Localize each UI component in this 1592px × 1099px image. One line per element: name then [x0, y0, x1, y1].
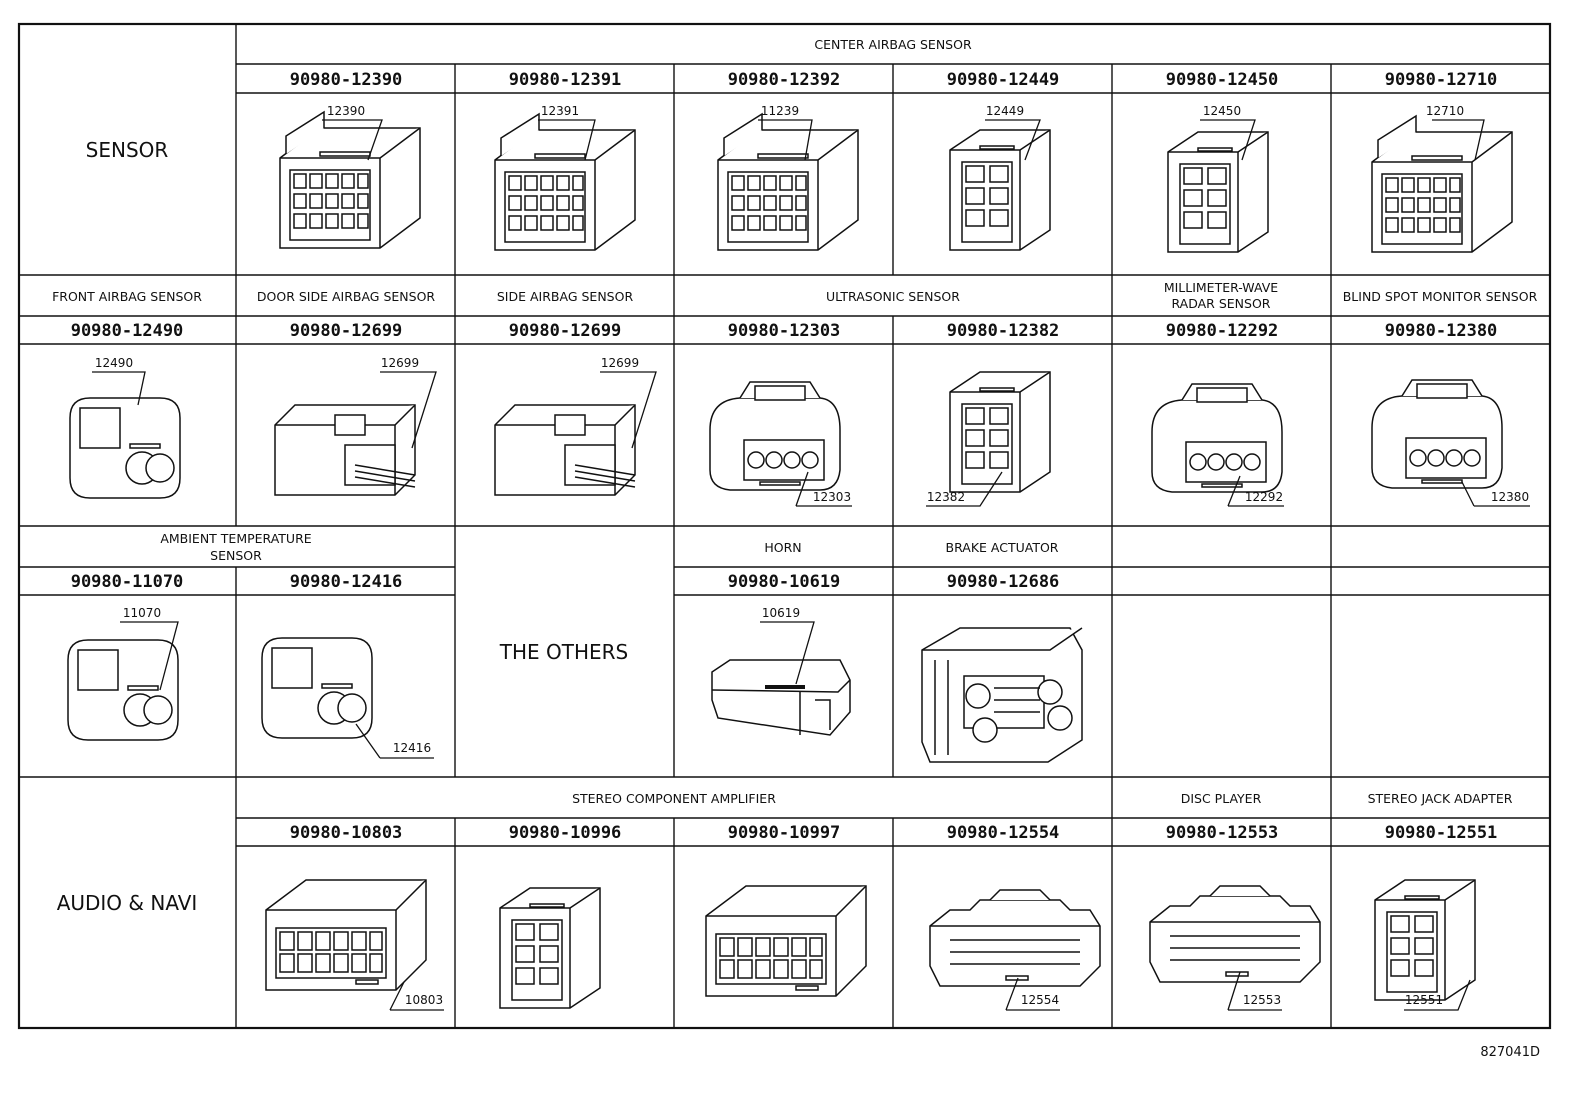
part-number: 90980-12382	[947, 321, 1060, 341]
connector-label: 12699	[381, 356, 419, 370]
group-brake-actuator: BRAKE ACTUATOR	[946, 540, 1059, 555]
connector-10619-drawing	[711, 659, 851, 736]
connector-label: 12303	[813, 490, 851, 504]
connector-label: 11239	[761, 104, 799, 118]
part-number: 90980-12392	[728, 70, 841, 90]
connector-12490-drawing	[69, 397, 181, 499]
connector-12391-drawing	[494, 113, 636, 251]
connector-label: 12553	[1243, 993, 1281, 1007]
connector-10803-drawing	[265, 879, 427, 991]
group-center-airbag-sensor: CENTER AIRBAG SENSOR	[814, 37, 972, 52]
part-number: 90980-12449	[947, 70, 1060, 90]
part-number: 90980-12686	[947, 572, 1060, 592]
connector-12303-drawing	[709, 381, 841, 491]
connector-label: 10619	[762, 606, 800, 620]
group-disc-player: DISC PLAYER	[1181, 791, 1262, 806]
connector-12390-drawing	[279, 111, 421, 249]
part-number: 90980-10996	[509, 823, 622, 843]
part-number: 90980-12303	[728, 321, 841, 341]
connector-label: 11070	[123, 606, 161, 620]
part-number: 90980-10803	[290, 823, 403, 843]
group-horn: HORN	[764, 540, 801, 555]
connector-12450-drawing	[1167, 131, 1269, 253]
part-number: 90980-12416	[290, 572, 403, 592]
part-number: 90980-12710	[1385, 70, 1498, 90]
part-number: 90980-12450	[1166, 70, 1279, 90]
connector-label: 12449	[986, 104, 1024, 118]
group-stereo-component-amplifier: STEREO COMPONENT AMPLIFIER	[572, 791, 776, 806]
connector-label: 12391	[541, 104, 579, 118]
connector-label: 12551	[1405, 993, 1443, 1007]
group-front-airbag-sensor: FRONT AIRBAG SENSOR	[52, 289, 202, 304]
section-audio-navi: AUDIO & NAVI	[57, 891, 198, 915]
drawing-id: 827041D	[1480, 1045, 1540, 1060]
part-number: 90980-12554	[947, 823, 1060, 843]
connector-12699b-drawing	[494, 404, 636, 496]
connector-label: 12382	[927, 490, 965, 504]
group-ultrasonic-sensor: ULTRASONIC SENSOR	[826, 289, 960, 304]
connector-12449-drawing	[949, 129, 1051, 251]
connector-12686-drawing	[921, 627, 1083, 763]
group-door-side-airbag-sensor: DOOR SIDE AIRBAG SENSOR	[257, 289, 436, 304]
connector-label: 12292	[1245, 490, 1283, 504]
connector-label: 12554	[1021, 993, 1059, 1007]
connector-12416-drawing	[261, 637, 373, 739]
connector-12292-drawing	[1151, 383, 1283, 493]
part-number: 90980-12490	[71, 321, 184, 341]
connector-label: 12450	[1203, 104, 1241, 118]
part-number: 90980-12292	[1166, 321, 1279, 341]
connector-label: 12390	[327, 104, 365, 118]
connector-12554-drawing	[929, 889, 1101, 987]
connector-12699a-drawing	[274, 404, 416, 496]
part-number: 90980-12390	[290, 70, 403, 90]
connector-label: 12699	[601, 356, 639, 370]
group-mmwave-line1: MILLIMETER-WAVE	[1164, 280, 1278, 295]
connector-label: 10803	[405, 993, 443, 1007]
connector-label: 12710	[1426, 104, 1464, 118]
part-number: 90980-11070	[71, 572, 184, 592]
connector-12392-drawing	[717, 113, 859, 251]
connector-10997-drawing	[705, 885, 867, 997]
group-ambient-temp-line2: SENSOR	[210, 548, 262, 563]
part-number: 90980-12699	[509, 321, 622, 341]
part-number: 90980-12391	[509, 70, 622, 90]
connector-label: 12416	[393, 741, 431, 755]
group-ambient-temp-line1: AMBIENT TEMPERATURE	[160, 531, 311, 546]
connector-12551-drawing	[1374, 879, 1476, 1001]
connector-label: 12380	[1491, 490, 1529, 504]
section-the-others: THE OTHERS	[499, 640, 628, 664]
group-blind-spot-monitor-sensor: BLIND SPOT MONITOR SENSOR	[1343, 289, 1538, 304]
part-number: 90980-12699	[290, 321, 403, 341]
group-stereo-jack-adapter: STEREO JACK ADAPTER	[1368, 791, 1513, 806]
section-sensor: SENSOR	[86, 138, 169, 162]
part-number: 90980-12380	[1385, 321, 1498, 341]
part-number: 90980-12553	[1166, 823, 1279, 843]
connector-label: 12490	[95, 356, 133, 370]
part-number: 90980-10619	[728, 572, 841, 592]
connector-12380-drawing	[1371, 379, 1503, 489]
part-number: 90980-12551	[1385, 823, 1498, 843]
group-mmwave-line2: RADAR SENSOR	[1172, 296, 1271, 311]
connector-12710-drawing	[1371, 115, 1513, 253]
connector-10996-drawing	[499, 887, 601, 1009]
connector-11070-drawing	[67, 639, 179, 741]
group-side-airbag-sensor: SIDE AIRBAG SENSOR	[497, 289, 634, 304]
connector-12553-drawing	[1149, 885, 1321, 983]
part-number: 90980-10997	[728, 823, 841, 843]
